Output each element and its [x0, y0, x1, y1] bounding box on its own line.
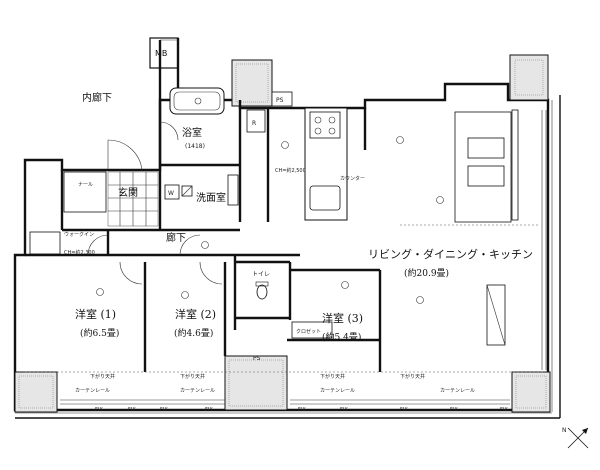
bedroom1-size: (約6.5畳): [80, 327, 119, 339]
hallway-name: 廊下: [166, 231, 186, 244]
column-bottom-left: [14, 371, 58, 413]
ceiling-note-kitchen: CH=約2,500: [275, 167, 306, 174]
north-arrow: N: [562, 427, 589, 449]
column-top-right: [509, 54, 549, 101]
washing-machine-area: [164, 184, 180, 200]
ceiling-lights: [96, 136, 444, 304]
fix-2: FIX: [128, 407, 136, 413]
toilet-name: トイレ: [252, 271, 270, 278]
curtain-3: カーテンレール: [320, 388, 355, 394]
north-label: N: [562, 427, 567, 434]
drop-ceiling-4: 下がり天井: [400, 373, 425, 380]
washroom-name: 洗面室: [196, 191, 226, 204]
bathtub: [169, 87, 225, 115]
fix-4: FIX: [205, 407, 213, 413]
bedroom3-name: 洋室 (3): [322, 311, 363, 325]
column-bottom-right: [511, 371, 551, 413]
fix-1: FIX: [95, 407, 103, 413]
inner-corridor-name: 内廊下: [82, 91, 112, 104]
drop-ceiling-3: 下がり天井: [320, 373, 345, 380]
ldk-storage: [486, 284, 506, 346]
fix-5: FIX: [298, 407, 306, 413]
ps-bottom-label: PS: [253, 355, 261, 362]
bedroom3-size: (約5.4畳): [322, 331, 361, 343]
ps-top: [271, 91, 293, 107]
shoe-label: ナール: [78, 182, 93, 188]
drop-ceiling-1: 下がり天井: [90, 373, 115, 380]
shoe-cabinet: [63, 171, 107, 213]
toilet-bowl: [256, 284, 268, 300]
bedroom2-size: (約4.6畳): [174, 327, 213, 339]
washer-w-label: W: [168, 190, 174, 197]
closet-label: クロゼット: [296, 328, 321, 335]
fix-8: FIX: [450, 407, 458, 413]
counter-label: カウンター: [340, 175, 365, 182]
ps-top-label: PS: [276, 97, 284, 104]
wash-basin: [181, 185, 193, 197]
walkin-label: ウォークイン: [64, 231, 94, 238]
drop-ceiling-2: 下がり天井: [180, 373, 205, 380]
bath-name: 浴室: [182, 126, 202, 139]
curtain-2: カーテンレール: [180, 388, 215, 394]
bedroom1-name: 洋室 (1): [75, 307, 116, 321]
fix-7: FIX: [400, 407, 408, 413]
ceiling-note-walkin: CH=約2,300: [64, 249, 95, 256]
fridge-r-label: R: [252, 120, 256, 127]
bedroom2-name: 洋室 (2): [175, 307, 216, 321]
entrance-name: 玄関: [118, 186, 138, 199]
ldk-size: (約20.9畳): [404, 267, 449, 279]
column-bottom-mid: [224, 355, 288, 411]
curtain-4: カーテンレール: [440, 388, 475, 394]
closet3: [291, 321, 333, 339]
curtain-1: カーテンレール: [75, 388, 110, 394]
stove: [309, 111, 341, 139]
walkin-closet: [29, 231, 61, 255]
fix-6: FIX: [340, 407, 348, 413]
floor-heating-panel: [454, 111, 512, 223]
ldk-name: リビング・ダイニング・キッチン: [368, 247, 533, 261]
kitchen-sink: [309, 185, 341, 211]
kitchen-counter: [304, 107, 348, 221]
right-windows: [541, 110, 547, 370]
fix-3: FIX: [160, 407, 168, 413]
column-top-mid: [231, 59, 273, 107]
refrigerator: [246, 109, 266, 133]
fix-9: FIX: [500, 407, 508, 413]
bath-size: (1418): [185, 143, 205, 150]
mb-shaft: [149, 37, 179, 69]
bottom-windows: [60, 399, 510, 405]
